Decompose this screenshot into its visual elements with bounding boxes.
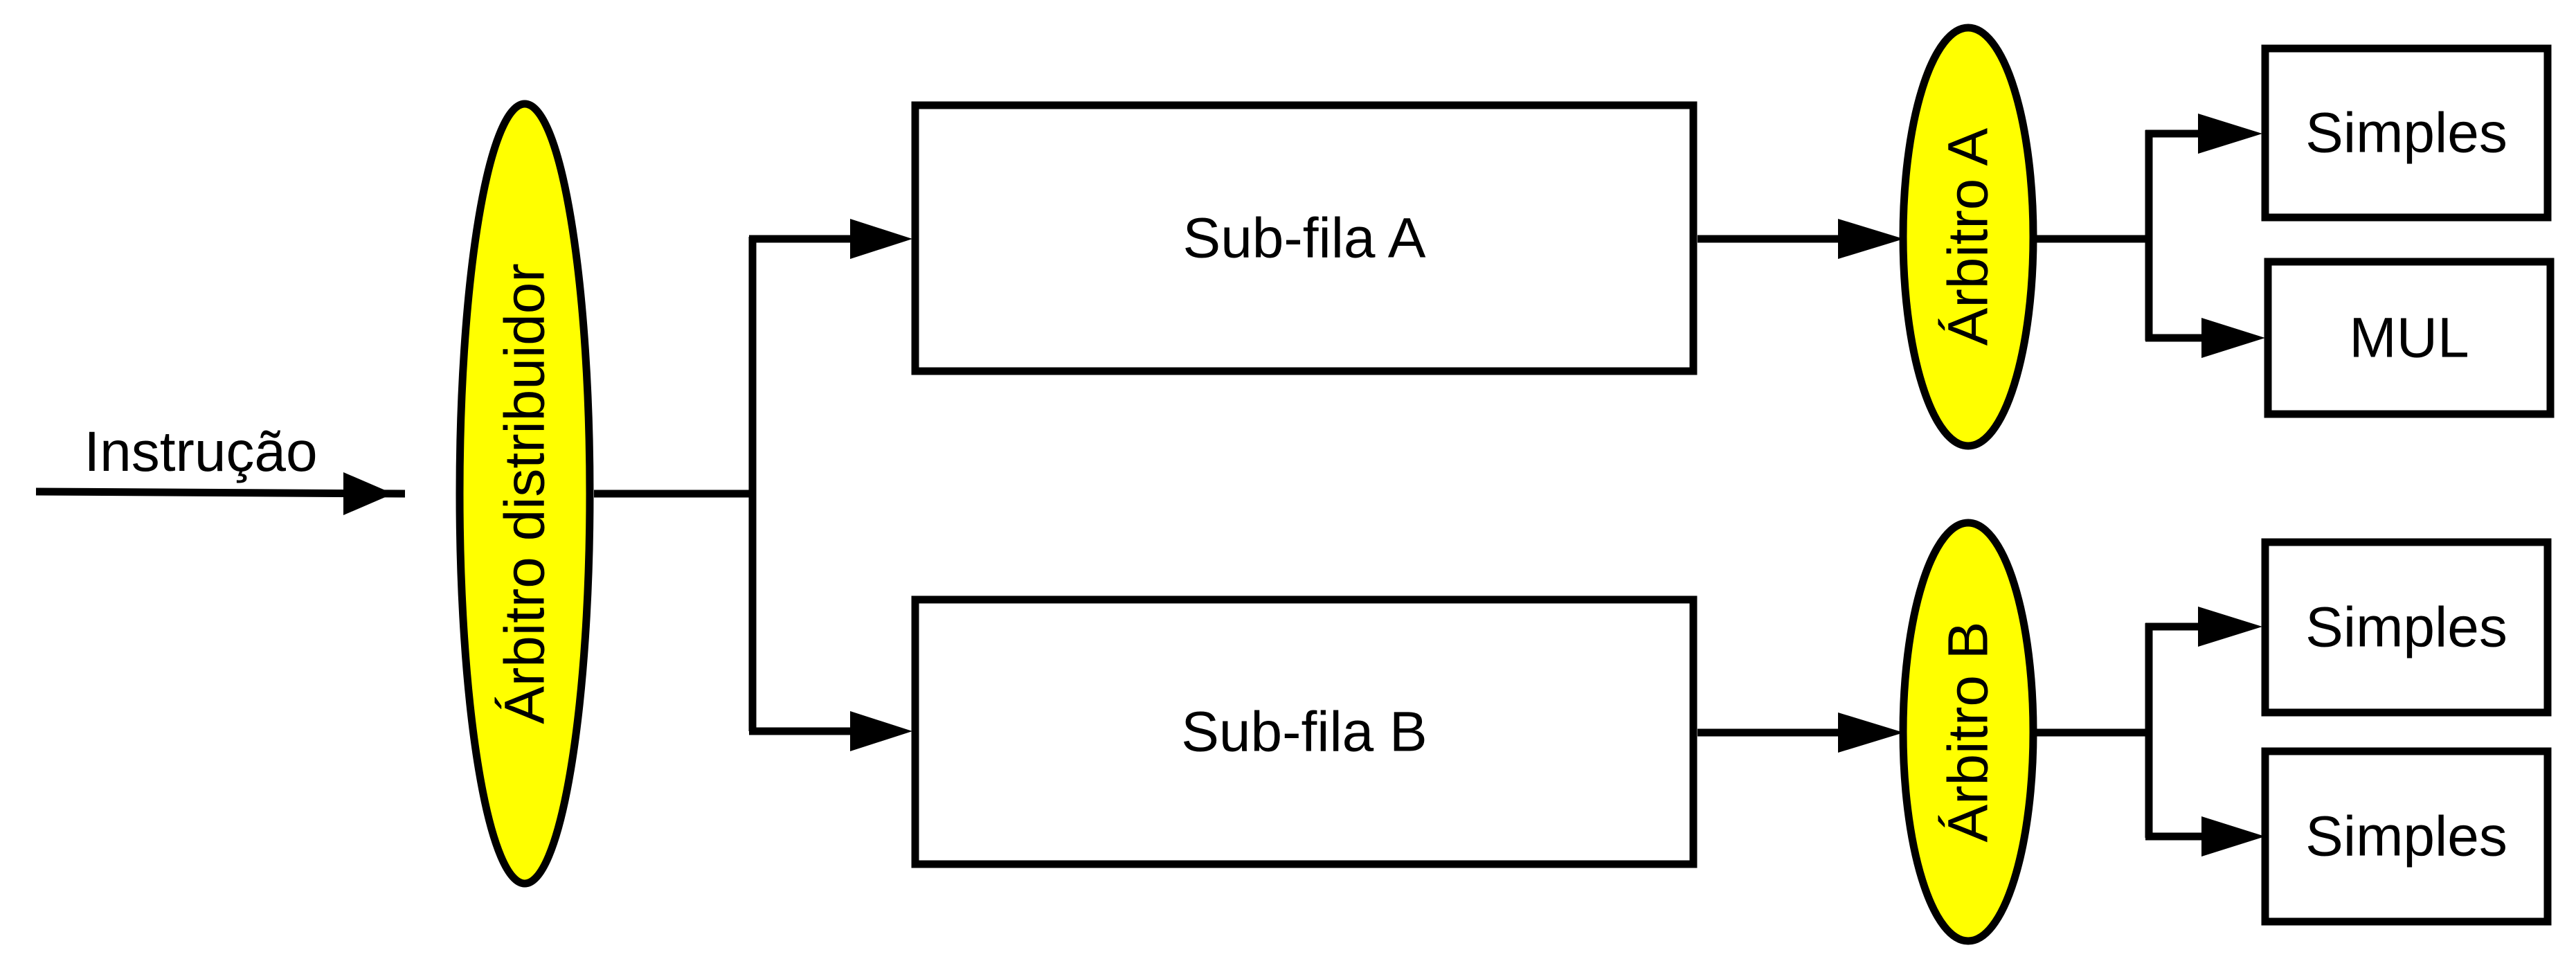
arbiter-a: Árbitro A	[1899, 24, 2037, 450]
subqueue-a: Sub-fila A	[911, 101, 1697, 375]
arrowhead-unit-2-icon	[2201, 318, 2265, 358]
distributor-arbiter: Árbitro distribuidor	[456, 100, 594, 888]
unit-4-label: Simples	[2305, 805, 2507, 868]
subqueue-b-label: Sub-fila B	[1181, 701, 1427, 764]
unit-4: Simples	[2261, 747, 2552, 926]
unit-4-box	[2261, 747, 2552, 926]
arrowhead-arbiter-a-icon	[1838, 219, 1904, 259]
subqueue-b-box	[911, 595, 1697, 868]
arbiter-a-label: Árbitro A	[1937, 127, 2000, 346]
arrowhead-subqueue-a-icon	[850, 219, 912, 259]
arbiter-b-label: Árbitro B	[1937, 622, 2000, 843]
unit-2-label: MUL	[2349, 307, 2469, 370]
arbiter-b: Árbitro B	[1899, 519, 2037, 945]
arbiter-a-ellipse	[1899, 24, 2037, 450]
unit-2-box	[2264, 258, 2555, 418]
unit-1-label: Simples	[2305, 102, 2507, 165]
unit-3-label: Simples	[2305, 596, 2507, 659]
arrowheads	[343, 114, 2265, 857]
arrowhead-arbiter-b-icon	[1838, 712, 1904, 753]
distributor-ellipse	[456, 100, 594, 888]
subqueue-a-label: Sub-fila A	[1183, 207, 1426, 270]
arrowhead-unit-3-icon	[2198, 607, 2262, 647]
subqueue-b: Sub-fila B	[911, 595, 1697, 868]
arrowhead-unit-4-icon	[2201, 816, 2265, 857]
input-label: Instrução	[84, 420, 317, 483]
connectors	[35, 129, 2205, 841]
unit-1: Simples	[2261, 44, 2552, 222]
arrowhead-unit-1-icon	[2198, 114, 2262, 154]
unit-3-box	[2261, 538, 2552, 717]
arrowhead-input-icon	[343, 472, 393, 515]
arrowhead-subqueue-b-icon	[850, 711, 912, 751]
unit-1-box	[2261, 44, 2552, 222]
distributor-label: Árbitro distribuidor	[494, 263, 557, 724]
unit-3: Simples	[2261, 538, 2552, 717]
unit-2: MUL	[2264, 258, 2555, 418]
arbiter-b-ellipse	[1899, 519, 2037, 945]
subqueue-a-box	[911, 101, 1697, 375]
